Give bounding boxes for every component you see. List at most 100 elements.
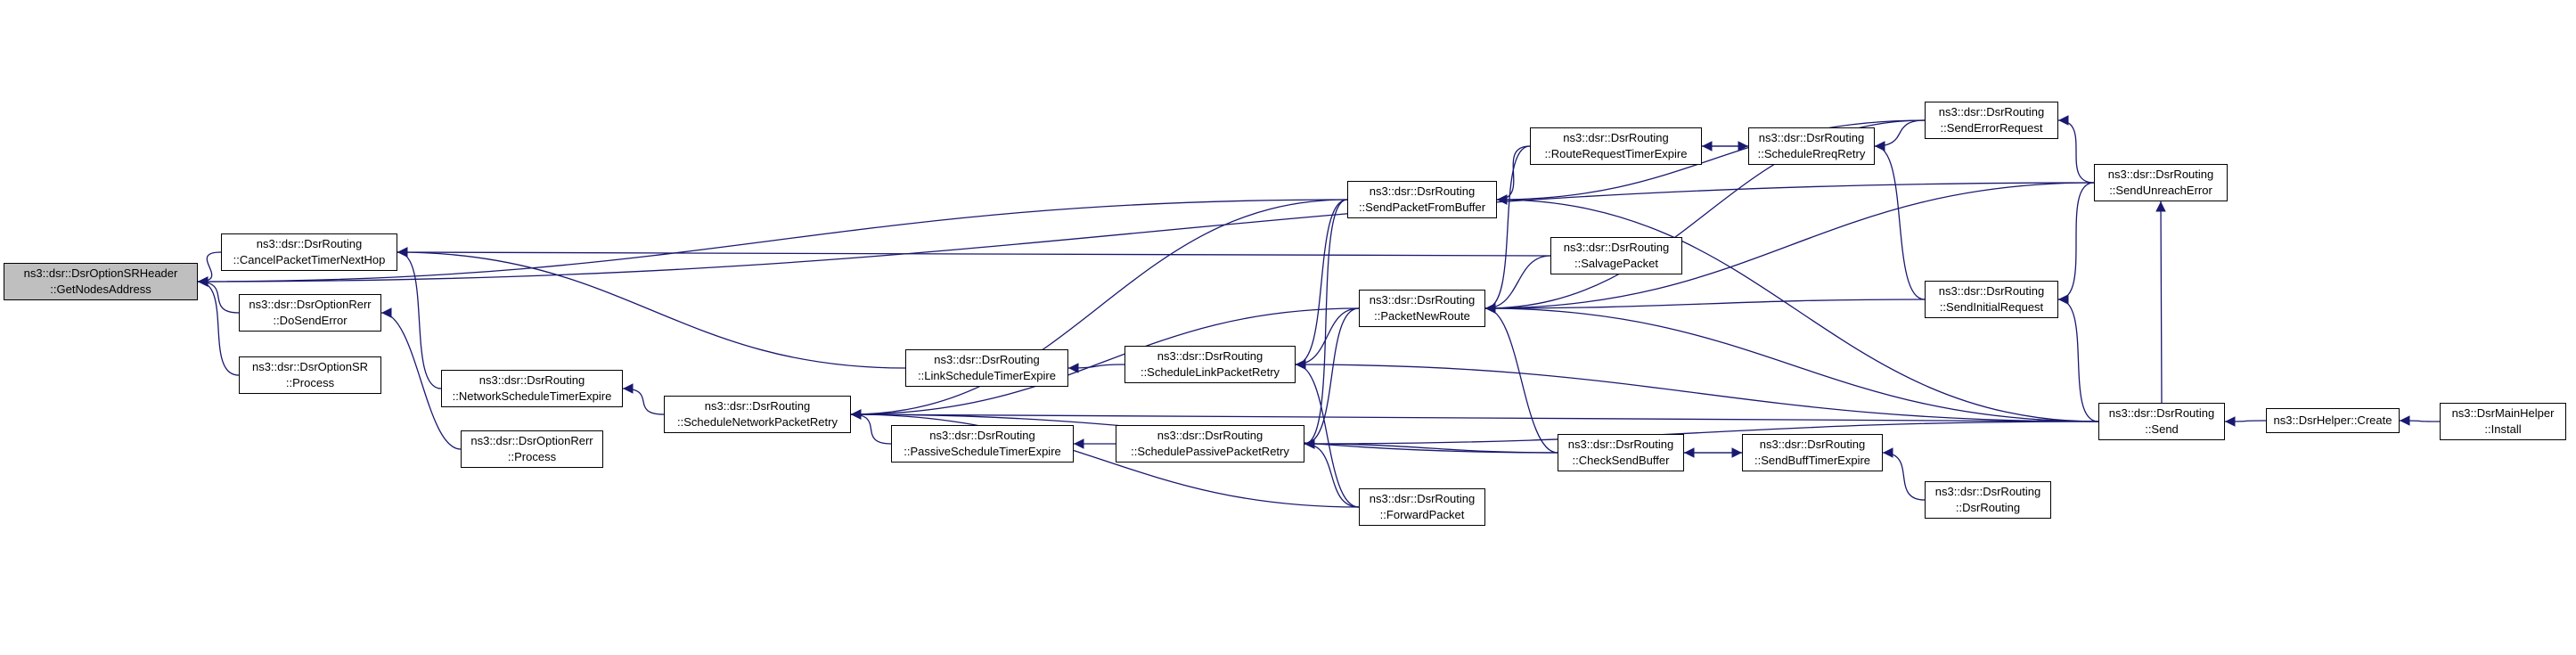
node-label-line-1: ns3::dsr::DsrRouting [478, 373, 585, 387]
node-label-line-2: ::DsrRouting [1955, 501, 2021, 514]
node-label-line-1: ns3::dsr::DsrOptionSRHeader [23, 266, 178, 280]
call-edge-networkSchedTimerExpire-to-cancelTimerNextHop [397, 247, 442, 389]
node-label-line-1: ns3::DsrMainHelper [2451, 406, 2555, 420]
call-edge-linkSchedTimerExpire-to-cancelTimerNextHop [397, 247, 906, 369]
node-label-line-2: ::SendPacketFromBuffer [1358, 201, 1486, 214]
node-label-line-1: ns3::dsr::DsrRouting [1157, 429, 1263, 442]
call-edge-salvagePacket-to-packetNewRoute [1484, 255, 1551, 314]
call-edge-checkSendBuffer-to-packetNewRoute [1484, 303, 1558, 454]
node-send-initial-request[interactable]: ns3::dsr::DsrRouting ::SendInitialReques… [1925, 281, 2058, 318]
node-label-line-2: ::SalvagePacket [1574, 257, 1658, 270]
node-label-line-1: ns3::dsr::DsrRouting [2107, 168, 2214, 181]
call-edge-rerrProcess-to-rerrDoSendError [380, 307, 462, 450]
node-send-unreach-error[interactable]: ns3::dsr::DsrRouting ::SendUnreachError [2094, 164, 2228, 201]
node-label-line-2: ::ScheduleLinkPacketRetry [1140, 365, 1280, 379]
call-edge-send-to-packetNewRoute [1484, 303, 2099, 422]
call-edge-sendFromBuffer-to-schedNetworkRetry [850, 199, 1348, 420]
call-edge-sendUnreachError-to-root [197, 182, 2095, 287]
node-label-line-1: ns3::dsr::DsrRouting [1759, 438, 1866, 451]
call-edge-rreqTimerExpire-to-sendFromBuffer [1496, 145, 1531, 205]
node-label-line-1: ns3::dsr::DsrRouting [1369, 293, 1476, 307]
call-edge-send-to-schedLinkRetry [1295, 359, 2099, 422]
node-label-line-2: ::CheckSendBuffer [1572, 454, 1670, 467]
node-label-line-1: ns3::dsr::DsrOptionRerr [249, 298, 372, 311]
call-edge-schedLinkRetry-to-linkSchedTimerExpire [1067, 363, 1125, 373]
call-edge-mainHelperInstall-to-helperCreate [2399, 415, 2441, 426]
call-edge-send-to-sendFromBuffer [1496, 194, 2099, 422]
call-edge-forwardPacket-to-schedPassiveRetry [1304, 438, 1360, 508]
node-label-line-2: ::ScheduleNetworkPacketRetry [677, 415, 838, 429]
node-rerr-do-send-error[interactable]: ns3::dsr::DsrOptionRerr ::DoSendError [239, 294, 381, 332]
node-check-send-buffer[interactable]: ns3::dsr::DsrRouting ::CheckSendBuffer [1558, 434, 1684, 471]
node-label-line-2: ::PassiveScheduleTimerExpire [904, 445, 1061, 458]
node-dsr-routing-constructor[interactable]: ns3::dsr::DsrRouting ::DsrRouting [1925, 481, 2051, 519]
node-label-line-1: ns3::dsr::DsrRouting [1369, 184, 1476, 198]
call-edge-dsrRoutingCtor-to-sendBuffTimerExpire [1882, 447, 1926, 501]
call-edge-rerrDoSendError-to-root [197, 276, 240, 314]
node-dsr-helper-create[interactable]: ns3::DsrHelper::Create [2266, 408, 2400, 433]
node-label-line-2: ::Process [285, 376, 335, 389]
node-schedule-rreq-retry[interactable]: ns3::dsr::DsrRouting ::ScheduleRreqRetry [1748, 127, 1875, 165]
node-route-request-timer-expire[interactable]: ns3::dsr::DsrRouting ::RouteRequestTimer… [1530, 127, 1702, 165]
node-dsr-main-helper-install[interactable]: ns3::DsrMainHelper ::Install [2440, 403, 2566, 440]
node-label-line-1: ns3::dsr::DsrRouting [934, 353, 1040, 366]
node-packet-new-route[interactable]: ns3::dsr::DsrRouting ::PacketNewRoute [1359, 290, 1485, 327]
node-label-line-2: ::DoSendError [273, 314, 348, 327]
node-label-line-2: ::SendBuffTimerExpire [1754, 454, 1871, 467]
node-label-line-1: ns3::dsr::DsrRouting [1938, 105, 2045, 119]
node-label-line-1: ns3::dsr::DsrOptionRerr [470, 434, 593, 447]
call-edge-sendFromBuffer-to-root [197, 199, 1348, 287]
call-edge-forwardPacket-to-schedNetworkRetry [850, 409, 1360, 508]
node-send-packet-from-buffer[interactable]: ns3::dsr::DsrRouting ::SendPacketFromBuf… [1347, 181, 1497, 218]
node-salvage-packet[interactable]: ns3::dsr::DsrRouting ::SalvagePacket [1550, 237, 1682, 274]
node-cancel-packet-timer-next-hop[interactable]: ns3::dsr::DsrRouting ::CancelPacketTimer… [221, 233, 397, 271]
node-label-line-2: ::PacketNewRoute [1374, 309, 1470, 323]
call-edge-passiveSchedTimerExpire-to-schedNetworkRetry [850, 409, 892, 445]
call-edge-rreqTimerExpire-to-packetNewRoute [1484, 145, 1531, 314]
node-send-buff-timer-expire[interactable]: ns3::dsr::DsrRouting ::SendBuffTimerExpi… [1742, 434, 1883, 471]
node-label-line-2: ::SendInitialRequest [1939, 300, 2044, 314]
node-label-line-1: ns3::dsr::DsrRouting [1157, 349, 1263, 363]
node-label-line-1: ns3::dsr::DsrRouting [1563, 241, 1670, 254]
call-edge-sendUnreachError-to-packetNewRoute [1484, 182, 2095, 314]
call-edge-salvagePacket-to-cancelTimerNextHop [397, 247, 1551, 258]
node-link-schedule-timer-expire[interactable]: ns3::dsr::DsrRouting ::LinkScheduleTimer… [905, 349, 1068, 387]
node-send-error-request[interactable]: ns3::dsr::DsrRouting ::SendErrorRequest [1925, 102, 2058, 139]
node-sr-process[interactable]: ns3::dsr::DsrOptionSR ::Process [239, 356, 381, 394]
node-send[interactable]: ns3::dsr::DsrRouting ::Send [2098, 403, 2225, 440]
node-label-line-1: ns3::dsr::DsrRouting [1934, 485, 2041, 498]
node-label-line-1: ns3::dsr::DsrRouting [256, 237, 363, 250]
node-label-line-2: ::SendErrorRequest [1940, 121, 2043, 135]
call-edge-sendErrorRequest-to-sendFromBuffer [1496, 119, 1926, 205]
node-schedule-network-packet-retry[interactable]: ns3::dsr::DsrRouting ::ScheduleNetworkPa… [664, 396, 851, 433]
call-edge-sendInitialRequest-to-scheduleRreqRetry [1874, 141, 1926, 300]
node-rerr-process[interactable]: ns3::dsr::DsrOptionRerr ::Process [461, 430, 603, 468]
call-edge-packetNewRoute-to-schedLinkRetry [1295, 307, 1360, 370]
node-label-line-1: ns3::dsr::DsrRouting [929, 429, 1035, 442]
call-edge-sendInitialRequest-to-packetNewRoute [1484, 299, 1926, 314]
node-label-line-2: ::SendUnreachError [2109, 184, 2212, 197]
call-edge-cancelTimerNextHop-to-root [197, 251, 222, 287]
node-label-line-2: ::Install [2484, 422, 2522, 436]
node-label-line-1: ns3::dsr::DsrRouting [1563, 131, 1669, 144]
node-label-line-1: ns3::dsr::DsrRouting [2108, 406, 2215, 420]
node-forward-packet[interactable]: ns3::dsr::DsrRouting ::ForwardPacket [1359, 488, 1485, 526]
node-label-line-1: ns3::dsr::DsrRouting [1567, 438, 1674, 451]
call-edge-sendUnreachError-to-sendErrorRequest [2057, 115, 2095, 184]
node-label-line-2: ::LinkScheduleTimerExpire [918, 369, 1056, 382]
call-edge-forwardPacket-to-schedLinkRetry [1295, 359, 1360, 508]
node-label-line-2: ::ScheduleRreqRetry [1757, 147, 1866, 160]
node-label-line-2: ::ForwardPacket [1379, 508, 1465, 521]
call-edge-sendFromBuffer-to-schedLinkRetry [1295, 199, 1348, 370]
node-schedule-link-packet-retry[interactable]: ns3::dsr::DsrRouting ::ScheduleLinkPacke… [1124, 346, 1296, 383]
node-label-line-1: ns3::dsr::DsrRouting [1369, 492, 1476, 505]
node-network-schedule-timer-expire[interactable]: ns3::dsr::DsrRouting ::NetworkScheduleTi… [441, 370, 623, 407]
node-label-line-2: ::Process [507, 450, 557, 463]
node-label-line-1: ns3::dsr::DsrRouting [1758, 131, 1865, 144]
node-passive-schedule-timer-expire[interactable]: ns3::dsr::DsrRouting ::PassiveScheduleTi… [891, 425, 1074, 463]
call-edge-helperCreate-to-send [2224, 416, 2267, 427]
node-schedule-passive-packet-retry[interactable]: ns3::dsr::DsrRouting ::SchedulePassivePa… [1116, 425, 1304, 463]
node-get-nodes-address: ns3::dsr::DsrOptionSRHeader ::GetNodesAd… [4, 263, 198, 300]
node-label-line-2: ::CancelPacketTimerNextHop [233, 253, 386, 266]
